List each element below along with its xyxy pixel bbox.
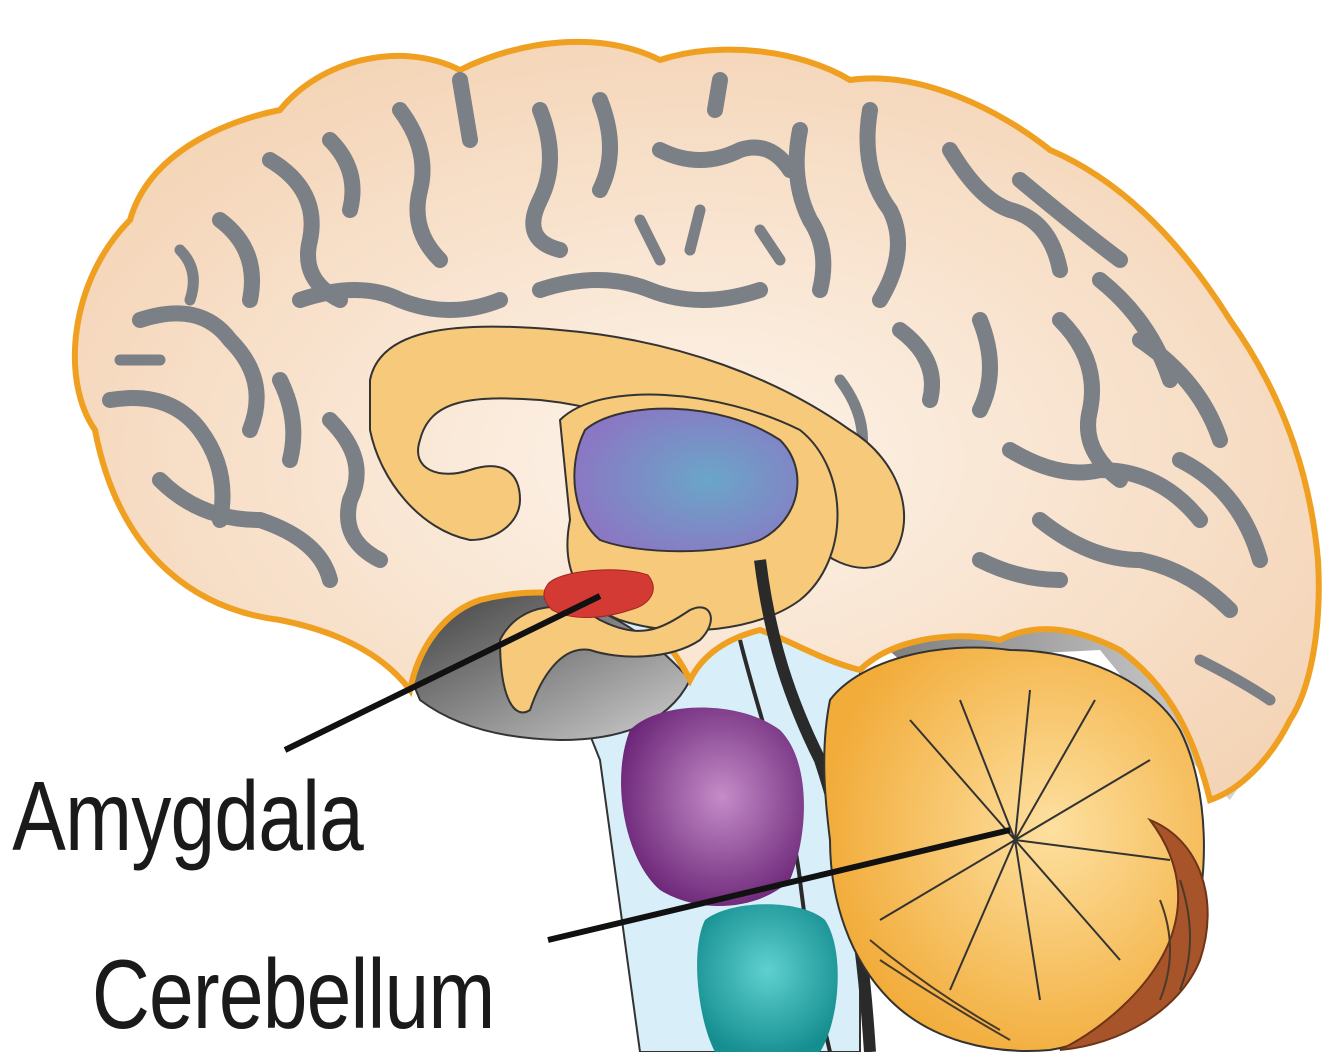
amygdala-label: Amygdala <box>12 761 364 870</box>
thalamus <box>574 409 797 552</box>
medulla <box>697 904 838 1052</box>
pons <box>621 708 804 907</box>
cerebellum-label: Cerebellum <box>92 939 495 1048</box>
